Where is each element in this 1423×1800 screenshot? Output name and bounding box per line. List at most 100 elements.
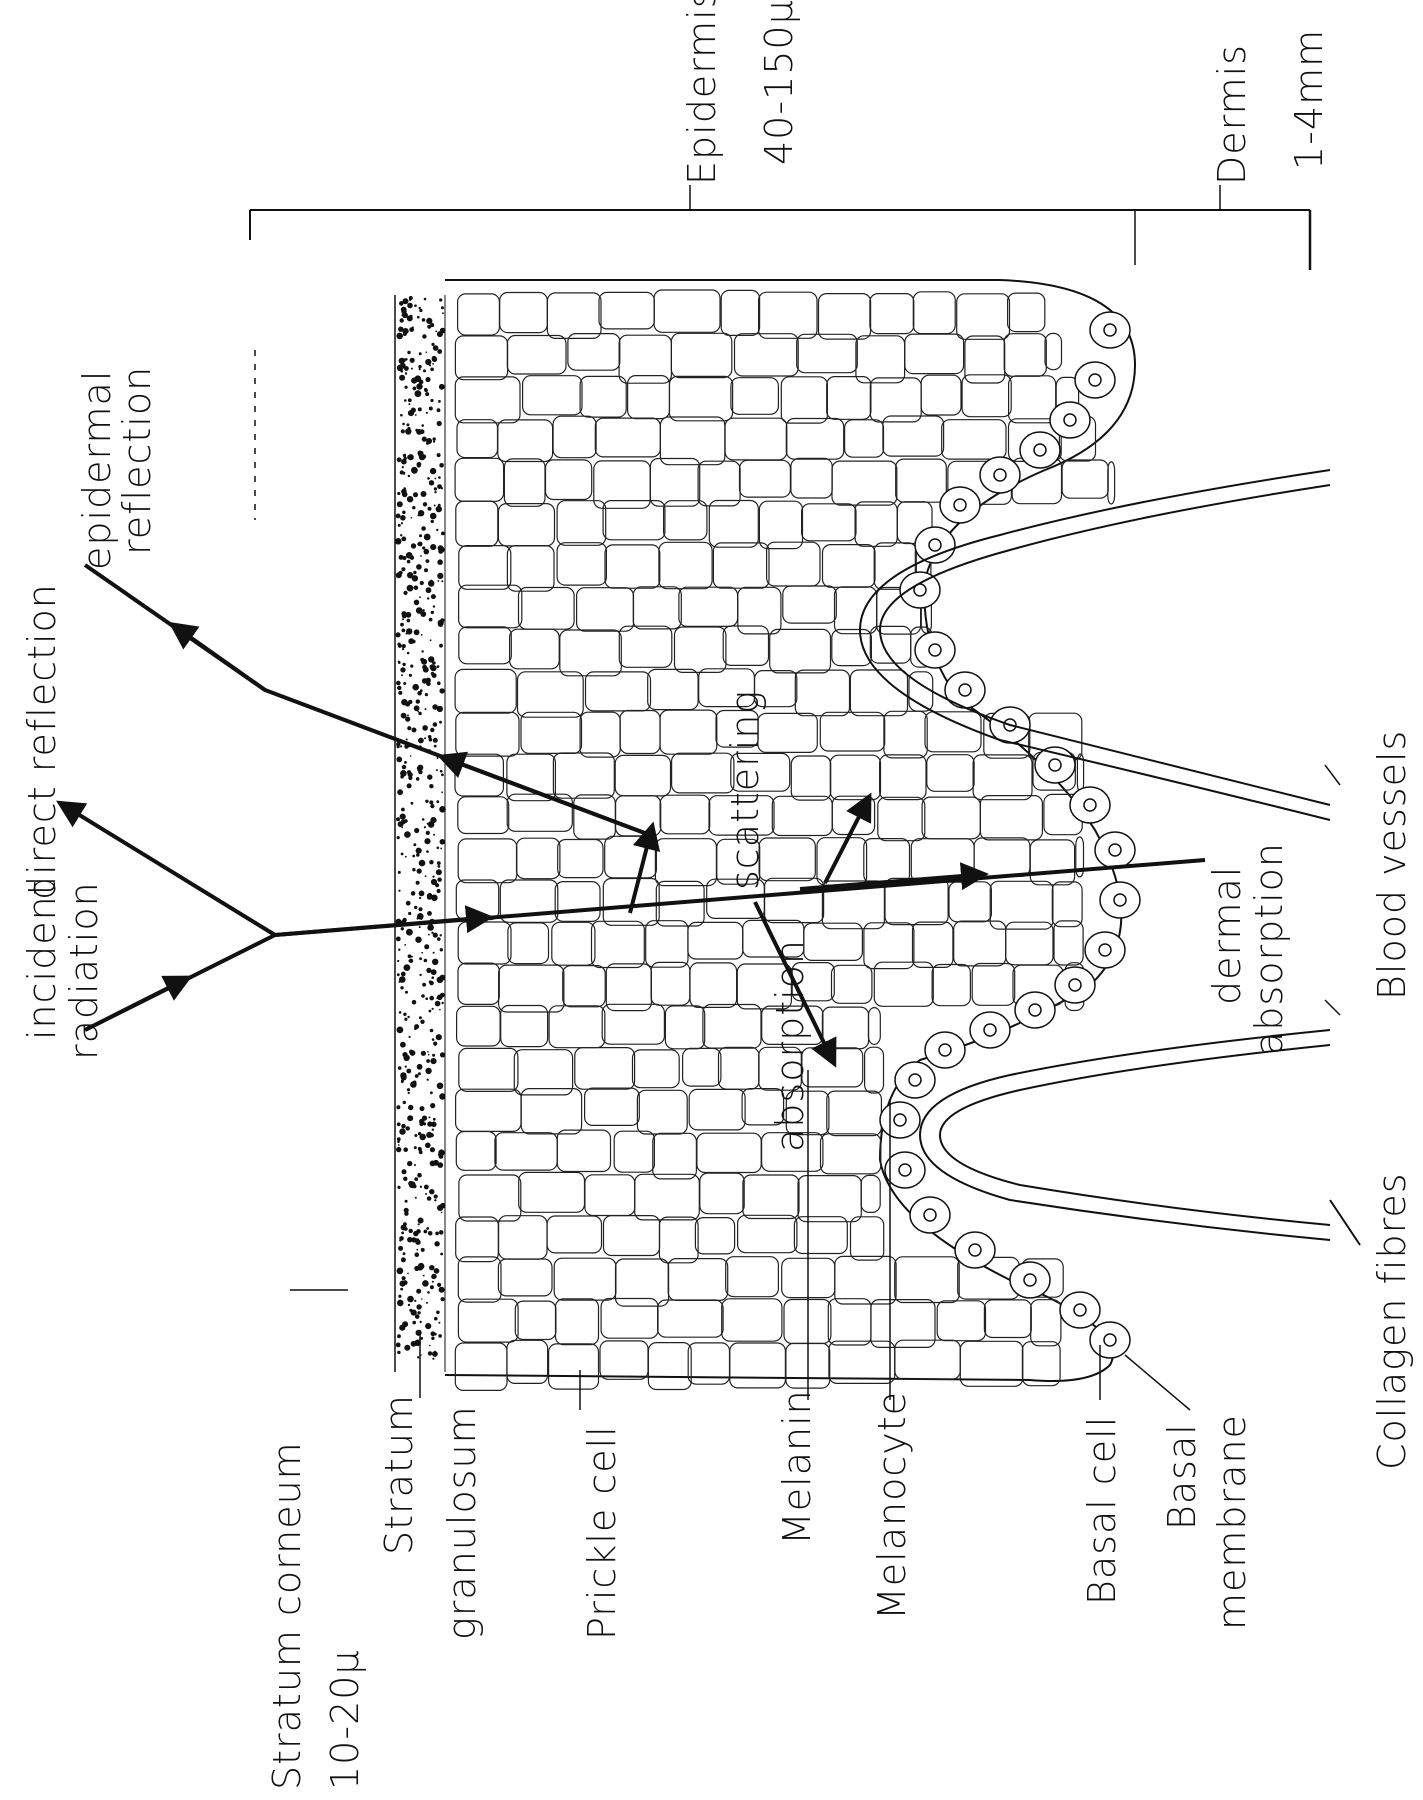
stratum-corneum-speckle [409, 315, 412, 318]
epidermal-cell [884, 711, 927, 758]
epidermis-cells [445, 280, 1140, 1390]
stratum-corneum-speckle [434, 1268, 440, 1274]
epidermal-cell [498, 420, 553, 462]
epidermal-cell [905, 334, 964, 374]
epidermal-cell [786, 419, 843, 460]
epidermal-cell [614, 1131, 654, 1172]
epidermal-cell [456, 501, 498, 546]
stratum-corneum-speckle [416, 1289, 421, 1294]
epidermal-cell [895, 1257, 960, 1303]
epidermal-cell [937, 1301, 985, 1341]
stratum-corneum-speckle [432, 876, 434, 878]
stratum-corneum-speckle [401, 1225, 407, 1231]
epidermal-cell [738, 587, 781, 634]
stratum-corneum-speckle [425, 1193, 427, 1195]
epidermal-cell [459, 546, 511, 590]
stratum-corneum-speckle [396, 757, 402, 763]
epidermal-cell [458, 294, 500, 335]
epidermal-cell [922, 797, 980, 839]
epidermal-cell [984, 1300, 1031, 1338]
stratum-corneum-speckle [398, 1144, 400, 1146]
stratum-corneum-speckle [437, 681, 441, 685]
stratum-corneum-speckle [418, 365, 421, 368]
epidermal-cell [709, 501, 758, 548]
stratum-corneum-speckle [425, 359, 431, 365]
epidermal-cell [557, 1130, 610, 1171]
stratum-corneum-speckle [422, 546, 425, 549]
stratum-corneum-speckle [411, 543, 416, 548]
stratum-corneum-speckle [438, 504, 441, 507]
scatter-branch-ray [825, 805, 865, 883]
stratum-corneum-speckle [430, 1147, 435, 1152]
epidermal-cell [743, 1175, 799, 1219]
stratum-corneum-speckle [403, 1252, 406, 1255]
stratum-corneum-speckle [400, 318, 404, 322]
stratum-corneum-speckle [433, 437, 436, 440]
stratum-corneum-speckle [398, 524, 401, 527]
epidermal-cell [504, 459, 545, 506]
stratum-corneum-speckle [438, 1162, 444, 1168]
stratum-corneum-speckle [429, 800, 433, 804]
stratum-corneum-speckle [419, 309, 422, 312]
epidermal-cell [669, 376, 732, 420]
stratum-corneum-speckle [441, 791, 443, 793]
stratum-corneum-speckle [397, 1140, 400, 1143]
stratum-corneum-speckle [437, 349, 442, 354]
stratum-corneum-speckle [410, 1050, 416, 1056]
stratum-corneum-speckle [407, 585, 414, 592]
epidermal-cell [835, 1256, 896, 1304]
stratum-corneum-speckle [408, 398, 412, 402]
epidermal-cell [735, 334, 799, 376]
epidermal-cell [651, 962, 690, 1005]
epidermal-cell [519, 588, 575, 630]
label-dermal-absorption-2: absorption [1247, 842, 1291, 1055]
stratum-corneum-speckle [424, 1230, 428, 1234]
stratum-corneum-speckle [425, 997, 428, 1000]
basal-cell-shape [1070, 787, 1110, 823]
stratum-corneum-speckle [410, 665, 413, 668]
stratum-corneum-speckle [406, 633, 408, 635]
epidermal-cell [458, 1257, 501, 1302]
stratum-corneum-speckle [419, 1122, 423, 1126]
label-prickle-cell: Prickle cell [580, 1425, 624, 1640]
stratum-corneum-speckle [414, 1300, 416, 1302]
stratum-corneum-speckle [404, 831, 411, 838]
stratum-corneum-speckle [434, 1199, 436, 1201]
stratum-corneum-speckle [405, 856, 407, 858]
epidermal-cell [870, 378, 921, 422]
stratum-corneum-speckle [397, 365, 404, 372]
stratum-corneum-speckle [399, 301, 404, 306]
stratum-corneum-speckle [412, 684, 419, 691]
stratum-corneum-speckle [420, 1186, 422, 1188]
stratum-corneum-speckle [406, 1126, 410, 1130]
stratum-corneum-speckle [402, 644, 406, 648]
epidermal-cell [635, 1174, 700, 1220]
epidermal-cell [515, 1301, 556, 1339]
stratum-corneum-speckle [402, 648, 404, 650]
stratum-corneum-speckle [397, 492, 400, 495]
epidermal-cell [458, 797, 509, 834]
stratum-corneum-speckle [431, 969, 437, 975]
stratum-corneum-speckle [417, 543, 420, 546]
epidermal-cell [495, 1133, 557, 1170]
stratum-corneum-speckle [422, 318, 426, 322]
stratum-corneum-speckle [400, 745, 402, 747]
stratum-corneum-speckle [421, 994, 425, 998]
stratum-corneum-speckle [437, 706, 443, 712]
stratum-corneum-speckle [432, 1008, 434, 1010]
stratum-corneum-speckle [408, 1092, 410, 1094]
stratum-corneum-speckle [424, 826, 426, 828]
stratum-corneum-speckle [400, 414, 403, 417]
stratum-corneum-speckle [398, 890, 400, 892]
stratum-corneum-speckle [432, 959, 438, 965]
stratum-corneum-speckle [412, 855, 415, 858]
stratum-corneum-speckle [404, 1018, 407, 1021]
stratum-corneum-speckle [400, 623, 404, 627]
stratum-corneum-speckle [419, 897, 421, 899]
stratum-corneum-speckle [397, 836, 400, 839]
stratum-corneum-speckle [416, 1304, 421, 1309]
basal-cell-shape [915, 632, 955, 668]
basal-cell-shape [1075, 362, 1115, 398]
stratum-corneum-speckle [431, 1331, 436, 1336]
stratum-corneum-speckle [439, 463, 444, 468]
